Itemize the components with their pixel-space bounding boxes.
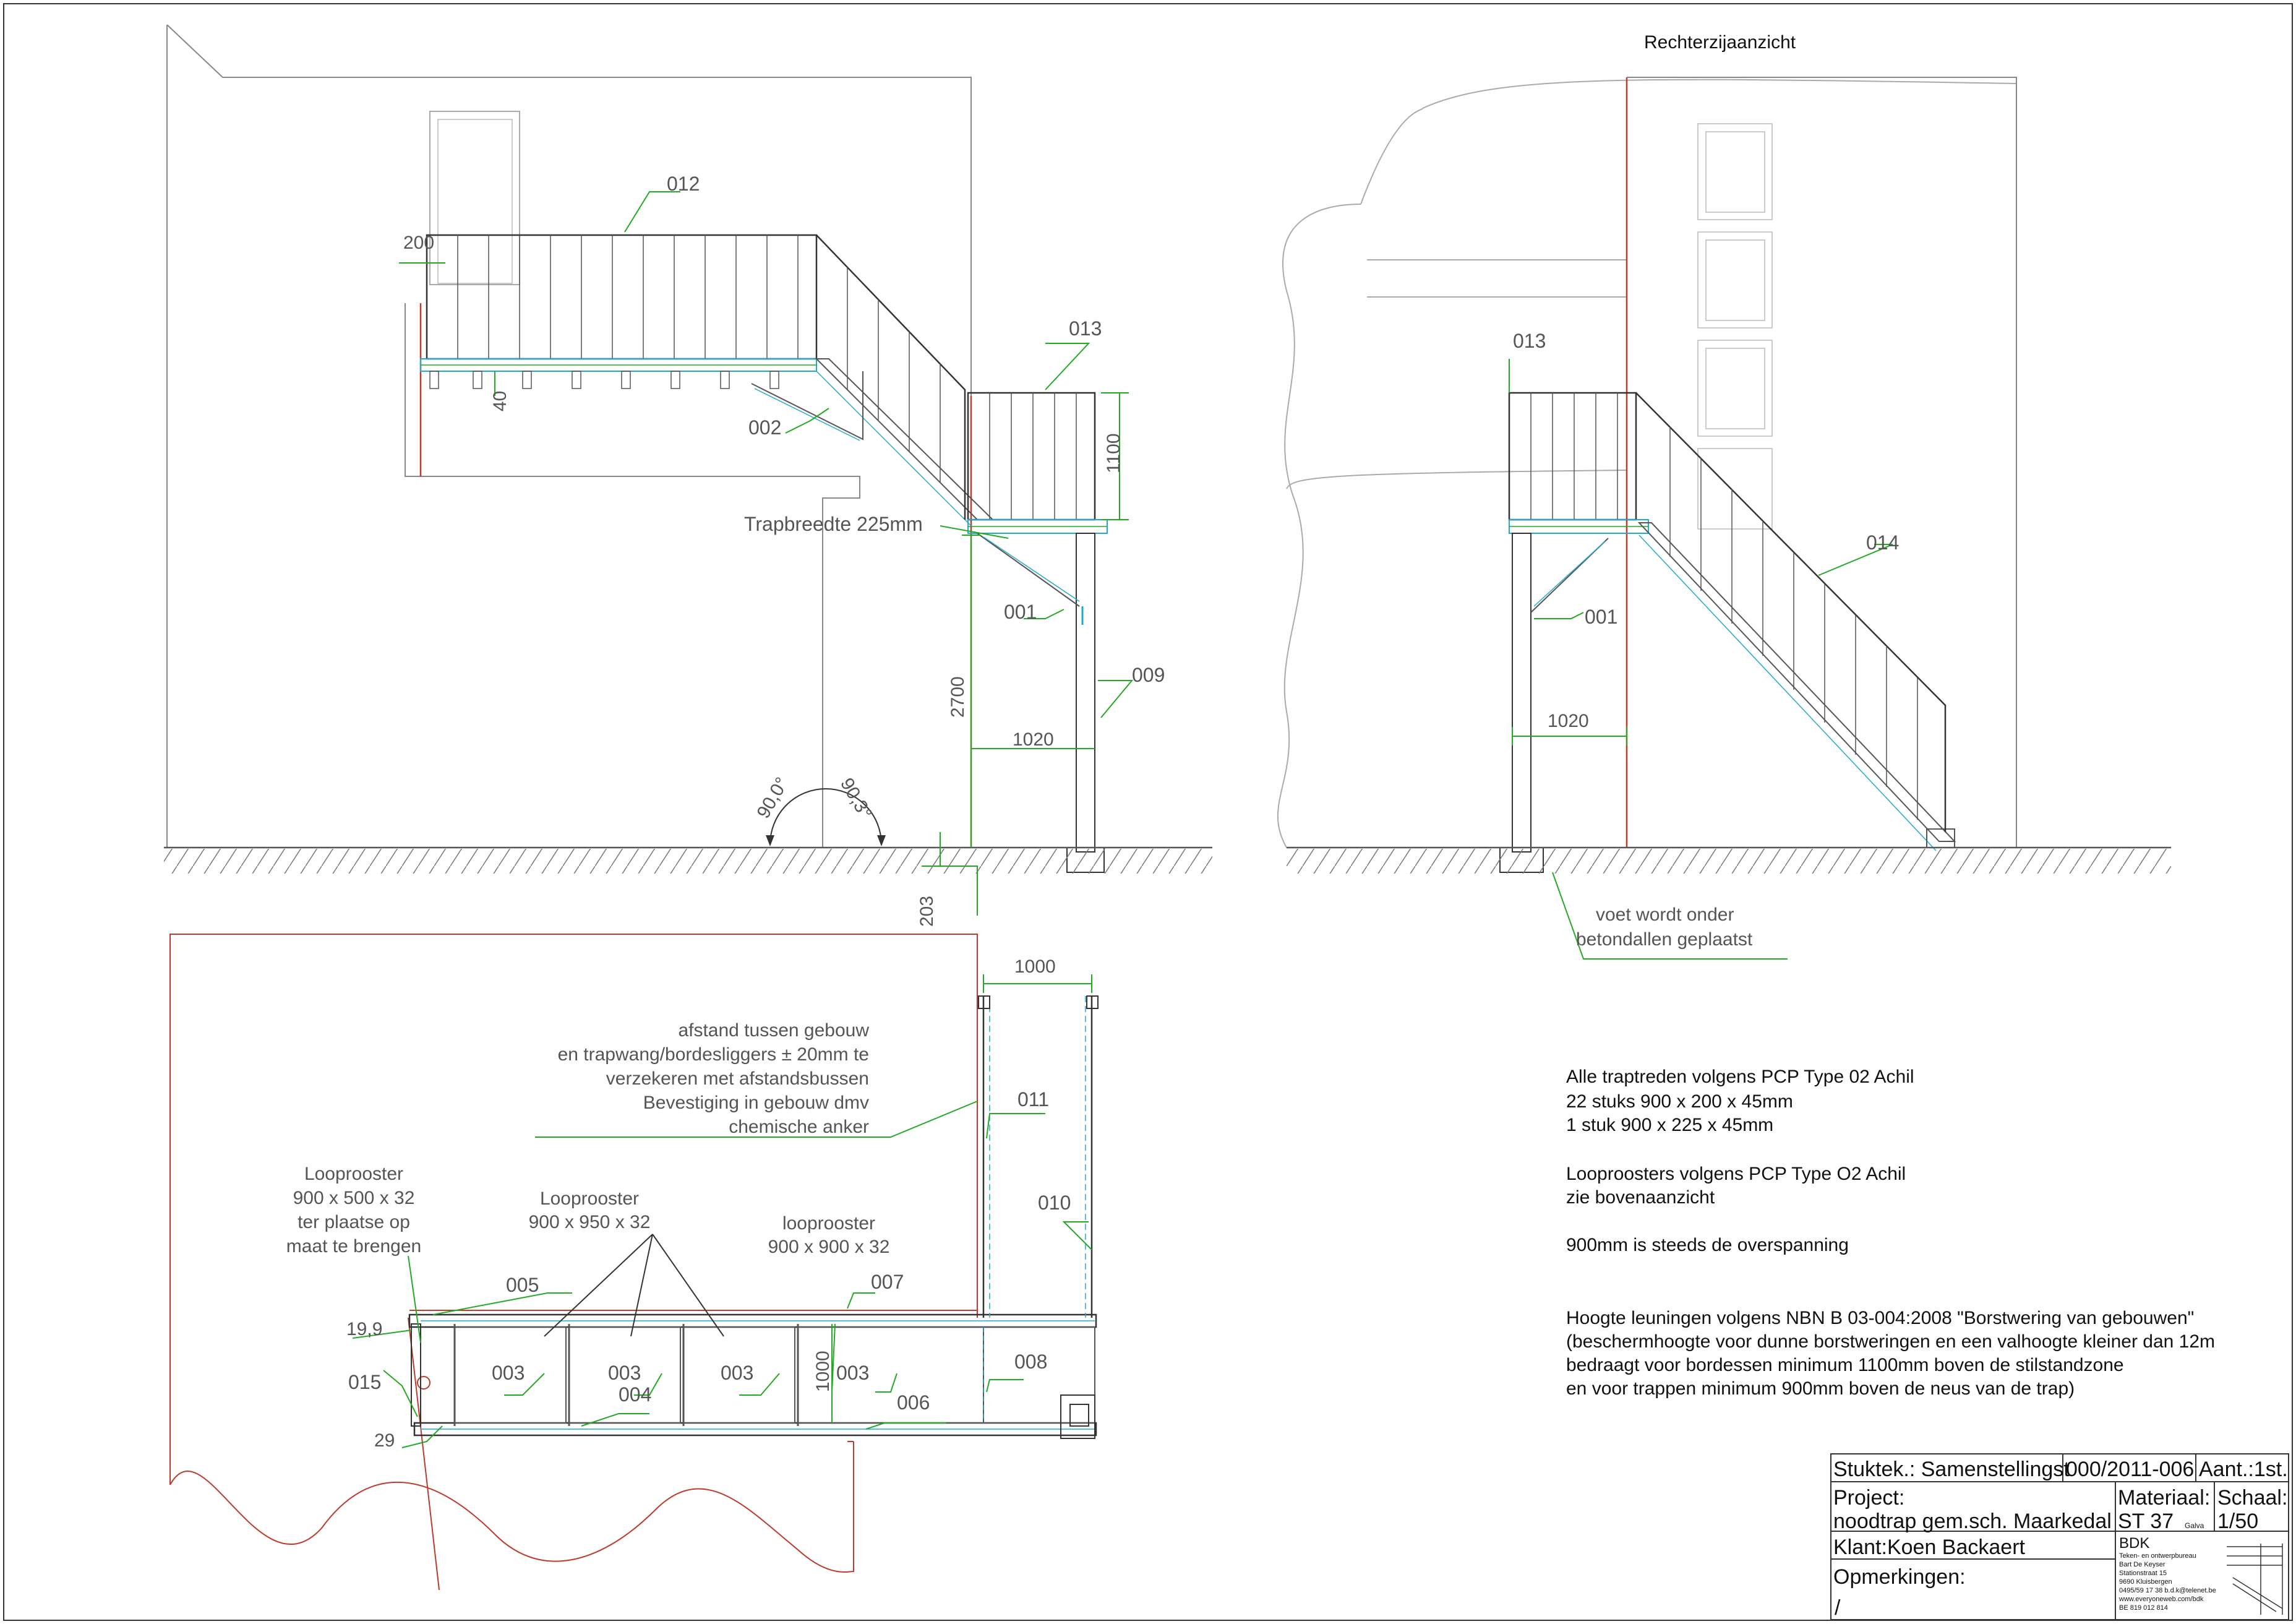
note-treden-1: Alle traptreden volgens PCP Type 02 Achi… [1566, 1067, 1914, 1087]
part-007: 007 [871, 1271, 904, 1293]
trapbreedte-label: Trapbreedte 225mm [744, 513, 923, 535]
note-leuningen-1: Hoogte leuningen volgens NBN B 03-004:20… [1566, 1308, 2194, 1328]
part-003-d: 003 [836, 1362, 869, 1384]
afstand-line-1: afstand tussen gebouw [678, 1020, 869, 1041]
part-003-b: 003 [608, 1362, 641, 1384]
part-009: 009 [1132, 664, 1165, 686]
dimension-19-9: 19,9 [346, 1319, 382, 1339]
part-015: 015 [348, 1371, 381, 1393]
company-line-7: BE 819 012 814 [2119, 1604, 2168, 1612]
company-logo-icon [2227, 1544, 2283, 1615]
dimension-40: 40 [490, 391, 510, 411]
note-treden-3: 1 stuk 900 x 225 x 45mm [1566, 1115, 1773, 1135]
dimension-1000-plan: 1000 [1014, 956, 1056, 977]
dimension-1020-front: 1020 [1013, 729, 1054, 750]
dimension-2700: 2700 [948, 676, 968, 718]
looprooster1-line-4: maat te brengen [286, 1236, 421, 1257]
klant-label: Klant:Koen Backaert [1833, 1536, 2026, 1559]
dimension-1100: 1100 [1103, 433, 1124, 473]
looprooster3-line-1: looprooster [782, 1213, 875, 1234]
galva-label: Galva [2185, 1521, 2204, 1530]
materiaal-label: Materiaal: [2118, 1486, 2210, 1510]
looprooster1-line-1: Looprooster [304, 1164, 403, 1184]
note-leuningen-4: en voor trappen minimum 900mm boven de n… [1566, 1378, 2075, 1399]
column-009 [1076, 533, 1095, 853]
afstand-line-4: Bevestiging in gebouw dmv [643, 1093, 869, 1113]
dimension-203: 203 [917, 896, 937, 927]
afstand-line-5: chemische anker [729, 1117, 869, 1137]
afstand-line-3: verzekeren met afstandsbussen [606, 1068, 869, 1089]
part-001-right: 001 [1585, 606, 1617, 628]
door-outline [429, 111, 520, 285]
dimension-1020-right: 1020 [1548, 711, 1589, 731]
part-006: 006 [897, 1391, 930, 1414]
part-003-c: 003 [721, 1362, 753, 1384]
looprooster1-line-2: 900 x 500 x 32 [293, 1188, 415, 1208]
note-leuningen-3: bedraagt voor bordessen minimum 1100mm b… [1566, 1355, 2124, 1375]
company-line-6: www.everyoneweb.com/bdk [2118, 1596, 2204, 1603]
angle-90-0: 90,0° [753, 774, 792, 822]
company-line-2: Bart De Keyser [2119, 1561, 2165, 1568]
dimension-1000-vertical: 1000 [813, 1351, 833, 1392]
part-002: 002 [748, 416, 781, 439]
dimension-200: 200 [403, 233, 434, 253]
part-001: 001 [1004, 601, 1037, 623]
dimension-29: 29 [374, 1430, 395, 1451]
afstand-line-2: en trapwang/bordesliggers ± 20mm te [558, 1044, 869, 1065]
part-008: 008 [1014, 1351, 1047, 1373]
opmerkingen-value: / [1835, 1596, 1841, 1620]
note-treden-2: 22 stuks 900 x 200 x 45mm [1566, 1091, 1793, 1112]
front-view [164, 24, 1212, 874]
part-005: 005 [506, 1274, 539, 1296]
aant-label: Aant.:1st. [2199, 1458, 2288, 1481]
company-line-3: Stationstraat 15 [2119, 1570, 2167, 1577]
part-014: 014 [1866, 531, 1899, 554]
opmerkingen-label: Opmerkingen: [1833, 1565, 1966, 1589]
upper-railing [426, 234, 818, 360]
title-block [1830, 1453, 2289, 1620]
upper-stair-stringer [815, 358, 995, 520]
materiaal-value: ST 37 [2118, 1510, 2174, 1533]
note-overspanning: 900mm is steeds de overspanning [1566, 1235, 1849, 1255]
project-value: noodtrap gem.sch. Maarkedal [1833, 1510, 2112, 1533]
part-012: 012 [667, 173, 700, 195]
right-dimensions [1509, 359, 1893, 960]
note-leuningen-2: (beschermhoogte voor dunne borstweringen… [1566, 1331, 2215, 1352]
part-011: 011 [1017, 1088, 1049, 1111]
schaal-value: 1/50 [2217, 1510, 2258, 1533]
part-010: 010 [1038, 1192, 1071, 1214]
right-side-view [1277, 77, 2171, 874]
part-004: 004 [619, 1383, 651, 1406]
plan-view [169, 934, 1099, 1591]
part-013-right: 013 [1513, 330, 1546, 352]
part-013: 013 [1069, 317, 1102, 340]
stuktek-label: Stuktek.: Samenstellingst [1833, 1458, 2070, 1481]
schaal-label: Schaal: [2217, 1486, 2287, 1510]
company-name: BDK [2119, 1535, 2149, 1552]
drawing-frame [3, 3, 2293, 1621]
looprooster2-line-1: Looprooster [540, 1188, 639, 1209]
part-003-a: 003 [492, 1362, 525, 1384]
company-line-4: 9690 Kluisbergen [2119, 1578, 2172, 1586]
looprooster1-line-3: ter plaatse op [298, 1212, 410, 1232]
front-dimensions [399, 191, 1134, 916]
company-line-1: Teken- en ontwerpbureau [2119, 1552, 2196, 1560]
voet-line-1: voet wordt onder [1596, 904, 1734, 925]
drawing-number: 000/2011-006 [2066, 1458, 2194, 1481]
project-label: Project: [1833, 1486, 1904, 1510]
voet-line-2: betondallen geplaatst [1576, 929, 1753, 950]
right-side-view-title: Rechterzijaanzicht [1644, 32, 1796, 53]
note-roosters-1: Looproosters volgens PCP Type O2 Achil [1566, 1164, 1906, 1184]
looprooster3-line-2: 900 x 900 x 32 [768, 1237, 890, 1257]
company-line-5: 0495/59 17 38 b.d.k@telenet.be [2119, 1587, 2216, 1594]
plan-leaders [352, 974, 1092, 1448]
note-roosters-2: zie bovenaanzicht [1566, 1187, 1715, 1208]
looprooster2-line-2: 900 x 950 x 32 [529, 1212, 651, 1232]
angle-90-3: 90,3° [836, 775, 876, 822]
